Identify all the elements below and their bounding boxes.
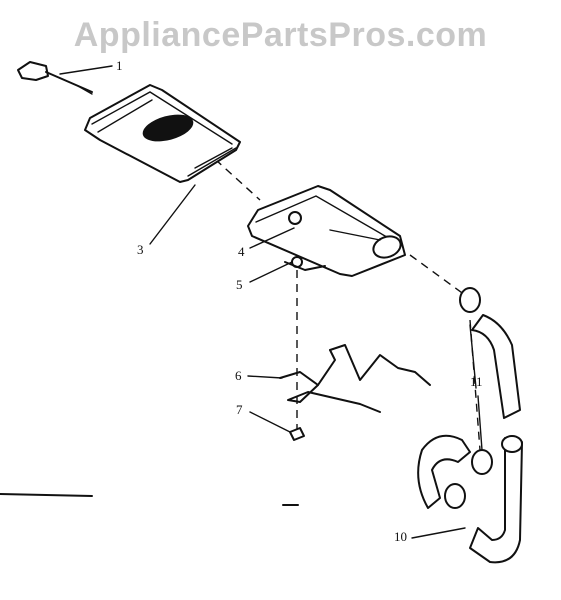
- part-4-5-housing: [247, 185, 406, 277]
- watermark-text: AppliancePartsPros.com: [73, 16, 488, 54]
- part-3-housing: [84, 84, 241, 183]
- callout-3: 3: [137, 242, 144, 257]
- callout-1: 1: [116, 58, 123, 73]
- part-7-clip: [289, 427, 305, 441]
- callout-labels: 1 3 4 5 6 7 10 11: [116, 58, 483, 544]
- callout-4: 4: [238, 244, 245, 259]
- part-1-handle: [17, 61, 93, 95]
- callout-11: 11: [470, 374, 483, 389]
- callout-5: 5: [236, 277, 243, 292]
- assembly-lines: [204, 149, 481, 451]
- part-10-lower-hose: [417, 434, 523, 564]
- leader-lines: [59, 65, 483, 539]
- margin-stroke: [0, 493, 93, 497]
- callout-7: 7: [236, 402, 243, 417]
- callout-6: 6: [235, 368, 242, 383]
- part-11-upper-hose: [459, 287, 521, 419]
- part-6-wire: [279, 344, 431, 413]
- callout-10: 10: [394, 529, 407, 544]
